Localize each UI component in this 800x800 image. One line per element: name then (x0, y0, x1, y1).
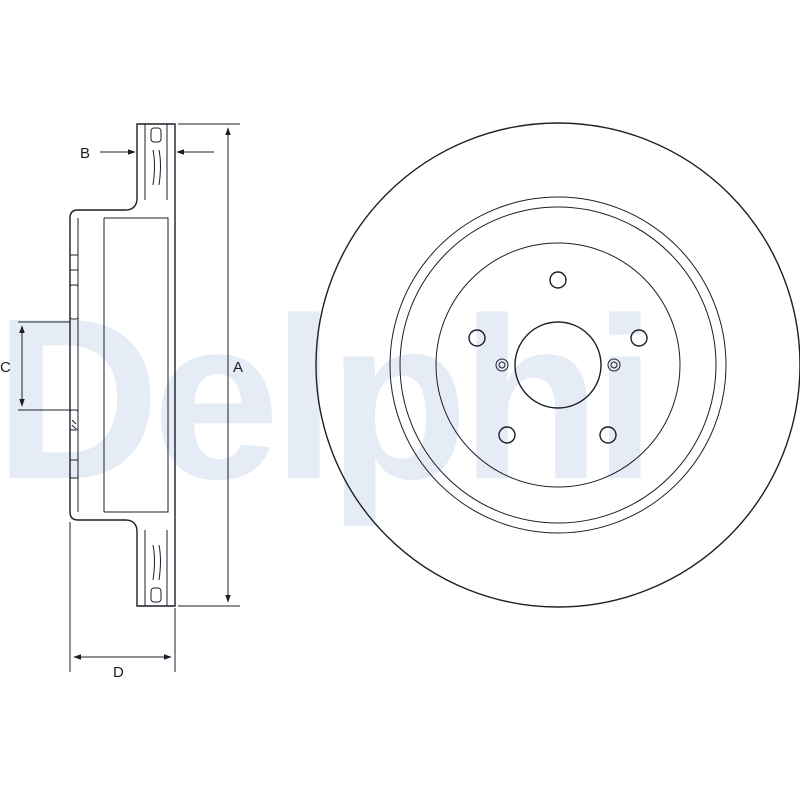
locating-hole (610, 361, 618, 369)
dimension-b: B (80, 145, 214, 162)
delphi-watermark: Delphi (0, 270, 649, 527)
bolt-hole (498, 426, 516, 444)
hat-outer-edge (399, 206, 717, 524)
locating-hole (495, 358, 509, 372)
friction-ring-inner-edge (389, 196, 727, 534)
disc-outer-edge (315, 122, 800, 608)
dimension-a: A (178, 123, 243, 607)
dimension-d-label: D (113, 664, 124, 681)
bolt-hole (630, 329, 648, 347)
locating-hole (498, 361, 506, 369)
dimension-a-label: A (233, 359, 243, 376)
dimension-d: D (69, 522, 176, 681)
disc-front-view (315, 122, 800, 608)
dimension-b-label: B (80, 145, 90, 162)
bolt-hole (599, 426, 617, 444)
disc-side-section (69, 123, 176, 607)
center-bore (514, 321, 602, 409)
bolt-hole (468, 329, 486, 347)
dimension-c-label: C (0, 359, 11, 376)
hub-face-edge (435, 242, 681, 488)
bolt-hole (549, 271, 567, 289)
locating-hole (607, 358, 621, 372)
dimension-c: C (0, 321, 70, 411)
